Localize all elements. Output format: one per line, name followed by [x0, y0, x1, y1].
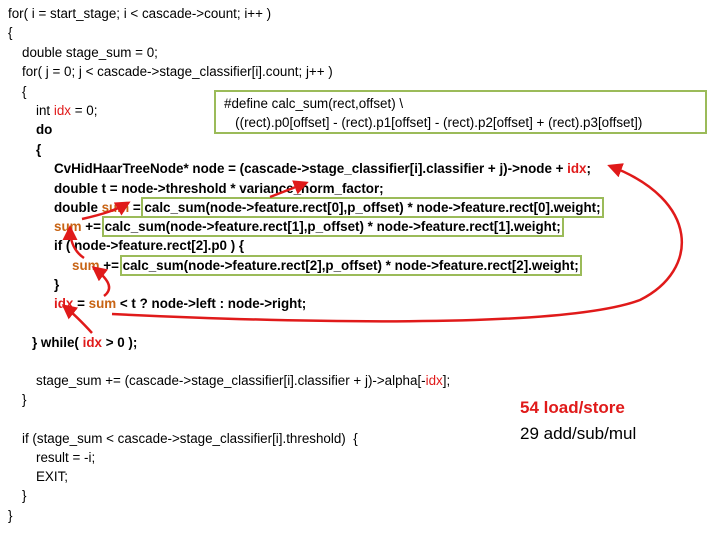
sum-token: sum — [88, 296, 117, 311]
calc-sum-rect1-box: calc_sum(node->feature.rect[1],p_offset)… — [101, 216, 564, 237]
code-text: ; — [586, 161, 591, 176]
idx-token: idx — [567, 161, 587, 176]
calc-sum-rect0-box: calc_sum(node->feature.rect[0],p_offset)… — [141, 197, 604, 218]
code-line-exit: EXIT; — [36, 469, 68, 484]
code-line-idx-decl: int idx = 0; — [36, 101, 97, 120]
calc-sum-rect2-box: calc_sum(node->feature.rect[2],p_offset)… — [119, 255, 582, 276]
define-line-1: #define calc_sum(rect,offset) \ — [224, 96, 404, 111]
code-text: } while( — [32, 335, 83, 350]
code-line-node-decl: CvHidHaarTreeNode* node = (cascade->stag… — [54, 159, 591, 178]
code-text: += — [81, 219, 105, 234]
sum-token: sum — [101, 200, 130, 215]
code-text: ]; — [442, 373, 451, 388]
code-text: = 0; — [71, 103, 98, 118]
code-text: int — [36, 103, 54, 118]
code-line-if-rect2: if ( node->feature.rect[2].p0 ) { — [54, 238, 245, 253]
code-line-close-brace-outer: } — [8, 508, 13, 523]
idx-token: idx — [425, 373, 443, 388]
define-calc-sum-box: #define calc_sum(rect,offset) \ ((rect).… — [214, 90, 707, 134]
code-line-idx-assign: idx = sum < t ? node->left : node->right… — [54, 294, 306, 313]
idx-token: idx — [54, 296, 74, 311]
define-line-2: ((rect).p0[offset] - (rect).p1[offset] -… — [224, 115, 643, 130]
code-text: += — [99, 258, 123, 273]
code-line-for-stage: for( i = start_stage; i < cascade->count… — [8, 6, 272, 21]
code-line-sum-rect0: double sum = calc_sum(node->feature.rect… — [54, 197, 604, 218]
sum-token: sum — [72, 258, 100, 273]
code-text: > 0 ); — [101, 335, 138, 350]
idx-token: idx — [82, 335, 102, 350]
code-line-open-brace-2: { — [22, 84, 27, 99]
code-text: CvHidHaarTreeNode* node = (cascade->stag… — [54, 161, 568, 176]
code-text: = — [129, 200, 145, 215]
code-line-for-classifier: for( j = 0; j < cascade->stage_classifie… — [22, 64, 333, 79]
code-line-open-brace: { — [8, 25, 13, 40]
arith-op-count: 29 add/sub/mul — [520, 424, 637, 443]
code-line-sum-rect2: sum += calc_sum(node->feature.rect[2],p_… — [72, 255, 582, 276]
code-line-close-brace-2: } — [22, 392, 27, 407]
idx-token: idx — [53, 103, 71, 118]
code-text: = — [73, 296, 89, 311]
code-line-result: result = -i; — [36, 450, 96, 465]
code-line-close-if: } — [54, 277, 60, 292]
code-line-while: } while( idx > 0 ); — [32, 333, 137, 352]
load-store-count: 54 load/store — [520, 398, 625, 417]
code-line-open-brace-3: { — [36, 142, 42, 157]
code-line-threshold: double t = node->threshold * variance_no… — [54, 181, 384, 196]
code-line-stage-sum-decl: double stage_sum = 0; — [22, 45, 158, 60]
code-line-do: do — [36, 122, 53, 137]
code-line-stage-sum-add: stage_sum += (cascade->stage_classifier[… — [36, 371, 450, 390]
code-text: < t ? node->left : node->right; — [116, 296, 307, 311]
code-line-close-brace-3: } — [22, 488, 27, 503]
code-line-sum-rect1: sum += calc_sum(node->feature.rect[1],p_… — [54, 216, 564, 237]
sum-token: sum — [54, 219, 82, 234]
code-text: double — [54, 200, 102, 215]
code-line-if-threshold: if (stage_sum < cascade->stage_classifie… — [22, 431, 358, 446]
code-text: stage_sum += (cascade->stage_classifier[… — [36, 373, 426, 388]
